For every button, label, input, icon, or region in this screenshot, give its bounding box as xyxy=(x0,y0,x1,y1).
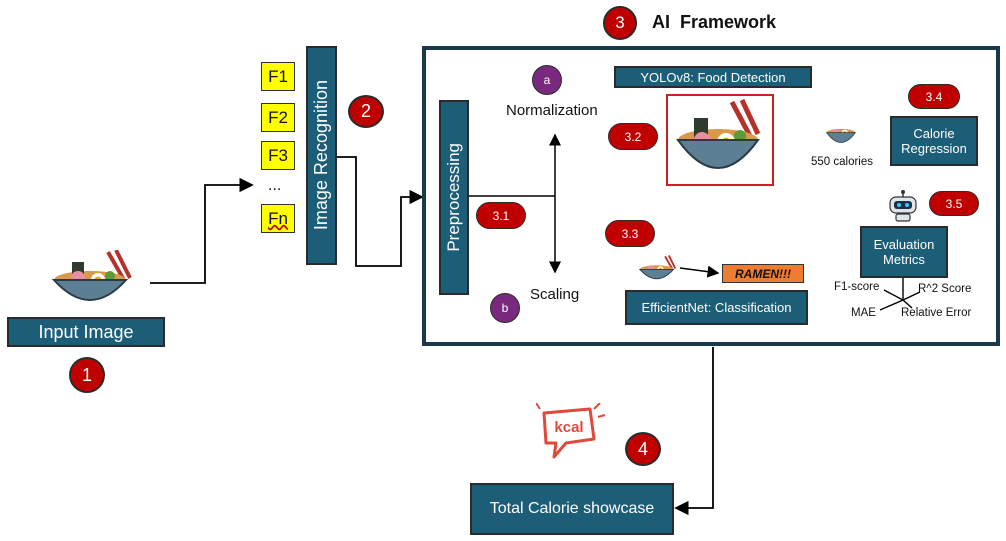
ramen-bowl-icon xyxy=(824,118,858,153)
efficientnet-box: EfficientNet: Classification xyxy=(625,290,808,325)
metric-r2: R^2 Score xyxy=(918,283,972,295)
metrics-branch xyxy=(902,291,921,301)
marker-a: a xyxy=(532,65,562,95)
feature-fn: Fn xyxy=(261,204,295,233)
arrow-to-ramen xyxy=(679,265,720,278)
arrow-recognition-to-framework xyxy=(337,156,424,267)
ai-framework-container xyxy=(422,46,1000,346)
yolo-detection-box: YOLOv8: Food Detection xyxy=(614,66,812,88)
feature-f1: F1 xyxy=(261,62,295,91)
ramen-bowl-icon xyxy=(638,254,680,289)
metrics-branch xyxy=(883,289,904,301)
feature-f2: F2 xyxy=(261,103,295,132)
ramen-bowl-icon xyxy=(676,98,761,169)
step-badge-3: 3 xyxy=(603,6,637,40)
feature-f3: F3 xyxy=(261,141,295,170)
calorie-regression-box: Calorie Regression xyxy=(890,116,978,166)
total-calorie-showcase-box: Total Calorie showcase xyxy=(470,483,674,535)
step-badge-4: 4 xyxy=(625,432,661,466)
calorie-estimate: 550 calories xyxy=(811,156,874,168)
metrics-branch xyxy=(902,299,913,309)
badge-3-2: 3.2 xyxy=(608,123,658,150)
ramen-result-badge: RAMEN!!! xyxy=(722,264,804,283)
badge-3-5: 3.5 xyxy=(929,191,979,216)
marker-b: b xyxy=(490,293,520,323)
image-recognition-box: Image Recognition xyxy=(306,46,337,265)
badge-3-4: 3.4 xyxy=(908,84,960,109)
badge-3-3: 3.3 xyxy=(605,220,655,247)
framework-title: AI Framework xyxy=(652,12,777,32)
ramen-bowl-icon xyxy=(50,249,140,313)
preprocessing-box: Preprocessing xyxy=(439,100,469,295)
evaluation-metrics-box: Evaluation Metrics xyxy=(860,226,948,278)
feature-ellipsis: ... xyxy=(268,177,282,194)
normalization-label: Normalization xyxy=(506,102,598,119)
metrics-branch xyxy=(879,299,904,311)
metric-f1: F1-score xyxy=(834,281,880,293)
kcal-text: kcal xyxy=(554,419,583,436)
arrow-framework-to-output xyxy=(674,347,714,516)
input-image-label: Input Image xyxy=(7,317,165,347)
metric-mae: MAE xyxy=(851,307,876,319)
badge-3-1: 3.1 xyxy=(476,202,526,229)
scaling-label: Scaling xyxy=(530,286,580,303)
step-badge-2: 2 xyxy=(348,95,384,128)
kcal-speech-bubble-icon: kcal xyxy=(535,402,606,468)
detected-ramen-frame xyxy=(666,94,774,186)
metric-relative-error: Relative Error xyxy=(901,307,972,319)
robot-icon xyxy=(885,190,921,227)
arrow-input-to-features xyxy=(150,177,254,284)
step-badge-1: 1 xyxy=(69,357,105,393)
